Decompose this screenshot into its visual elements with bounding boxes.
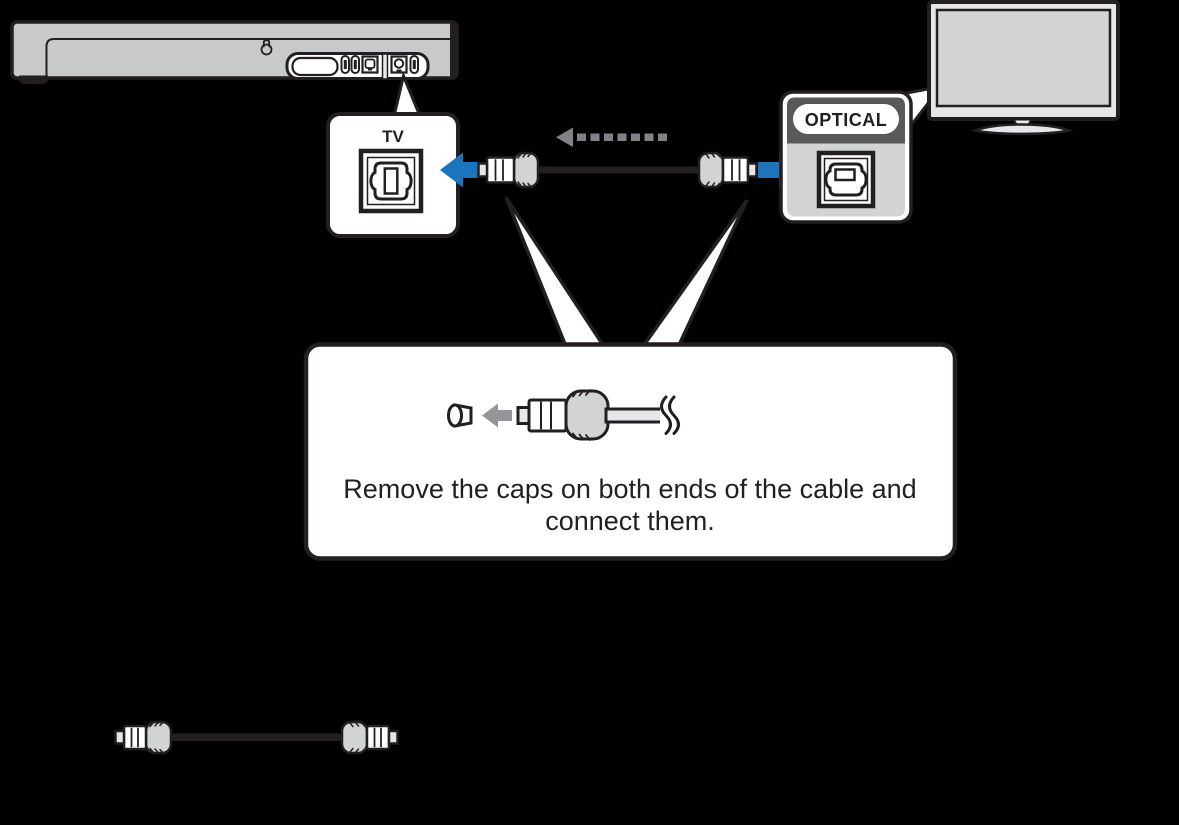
soundbar-foot — [19, 75, 48, 84]
network-port-icon — [361, 55, 379, 74]
cable-line — [538, 166, 701, 174]
soundbar-end-cap — [450, 23, 456, 77]
wall-mount-keyhole-icon — [260, 39, 273, 56]
spare-cable-right-connector — [340, 720, 399, 755]
instruction-text-line2: connect them. — [545, 506, 715, 536]
cable-connector-large — [516, 389, 610, 441]
optical-port-label: OPTICAL — [805, 110, 888, 130]
usb-port-icon — [409, 55, 419, 74]
dashed-direction-arrow-icon — [556, 127, 667, 147]
tv-screen — [935, 8, 1112, 108]
tv-illustration — [927, 0, 1120, 136]
panel-divider — [381, 53, 389, 80]
spare-cable-line — [171, 733, 342, 741]
connection-panel — [285, 52, 430, 80]
hdmi-port-2-icon — [350, 55, 360, 74]
optical-cable-spare — [114, 720, 399, 755]
tv-optical-port-icon — [816, 150, 876, 209]
optical-callout-box: OPTICAL — [779, 90, 913, 224]
tv-port-callout-box: TV — [326, 112, 460, 238]
soundbar-optical-port-icon — [390, 55, 408, 74]
tv-stand-base — [970, 123, 1074, 136]
cap-removal-illustration — [447, 389, 680, 441]
left-blue-arrow-icon — [440, 152, 479, 188]
spare-cable-left-connector — [114, 720, 173, 755]
toslink-port-icon — [358, 148, 424, 214]
soundbar-illustration — [10, 20, 459, 84]
cable-cap — [447, 403, 473, 428]
optical-label-pill — [793, 104, 899, 134]
remove-cap-arrow-icon — [482, 403, 512, 428]
tv-port-label: TV — [382, 127, 404, 146]
instruction-text-line1: Remove the caps on both ends of the cabl… — [343, 474, 916, 504]
cable-right-connector — [697, 151, 758, 189]
panel-blank-area — [291, 56, 339, 77]
cable-with-break — [604, 395, 680, 435]
cable-left-connector — [477, 151, 540, 189]
instruction-callout-box: Remove the caps on both ends of the cabl… — [303, 342, 958, 561]
hdmi-port-icon — [340, 55, 350, 74]
optical-cable — [477, 151, 758, 189]
soundbar-back-panel-line — [45, 38, 458, 78]
instruction-frame — [303, 342, 958, 561]
